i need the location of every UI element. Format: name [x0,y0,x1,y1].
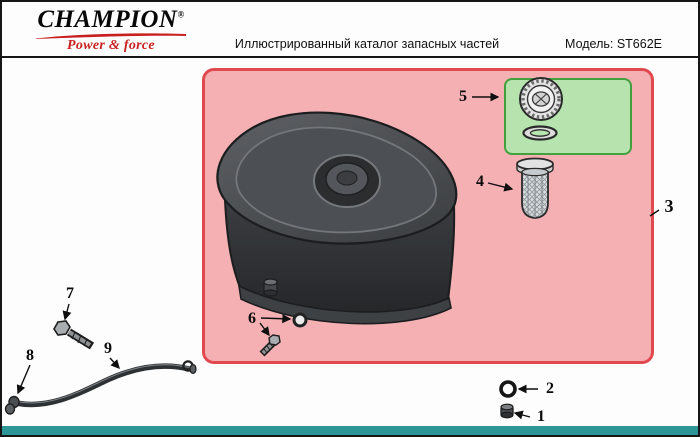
part-label-1: 1 [537,408,545,425]
champion-logo: CHAMPION® Power & force [30,6,192,54]
part-label-9: 9 [104,340,112,357]
logo-wordmark: CHAMPION® [30,6,192,33]
part-label-7: 7 [66,285,74,302]
registered-trademark: ® [177,9,185,20]
part-label-4: 4 [476,173,484,190]
sealing-ring-illustration [499,380,517,398]
logo-text: CHAMPION [37,6,178,33]
model-label: Модель: ST662E [565,37,662,51]
footer-bar [2,426,698,435]
flange-bolt-illustration [53,320,95,350]
fuel-cap-group-panel [504,78,632,155]
header: CHAMPION® Power & force Иллюстрированный… [2,2,698,58]
part-label-3: 3 [664,196,674,216]
catalog-title: Иллюстрированный каталог запасных частей [234,37,500,51]
part-label-8: 8 [26,347,34,364]
part-label-6: 6 [248,310,256,327]
part-label-2: 2 [546,380,554,397]
logo-tagline: Power & force [67,38,155,54]
nut-illustration [500,403,514,419]
fuel-hose-illustration [4,360,197,415]
logo-underline-swoosh [36,33,186,40]
part-label-5: 5 [459,88,467,105]
